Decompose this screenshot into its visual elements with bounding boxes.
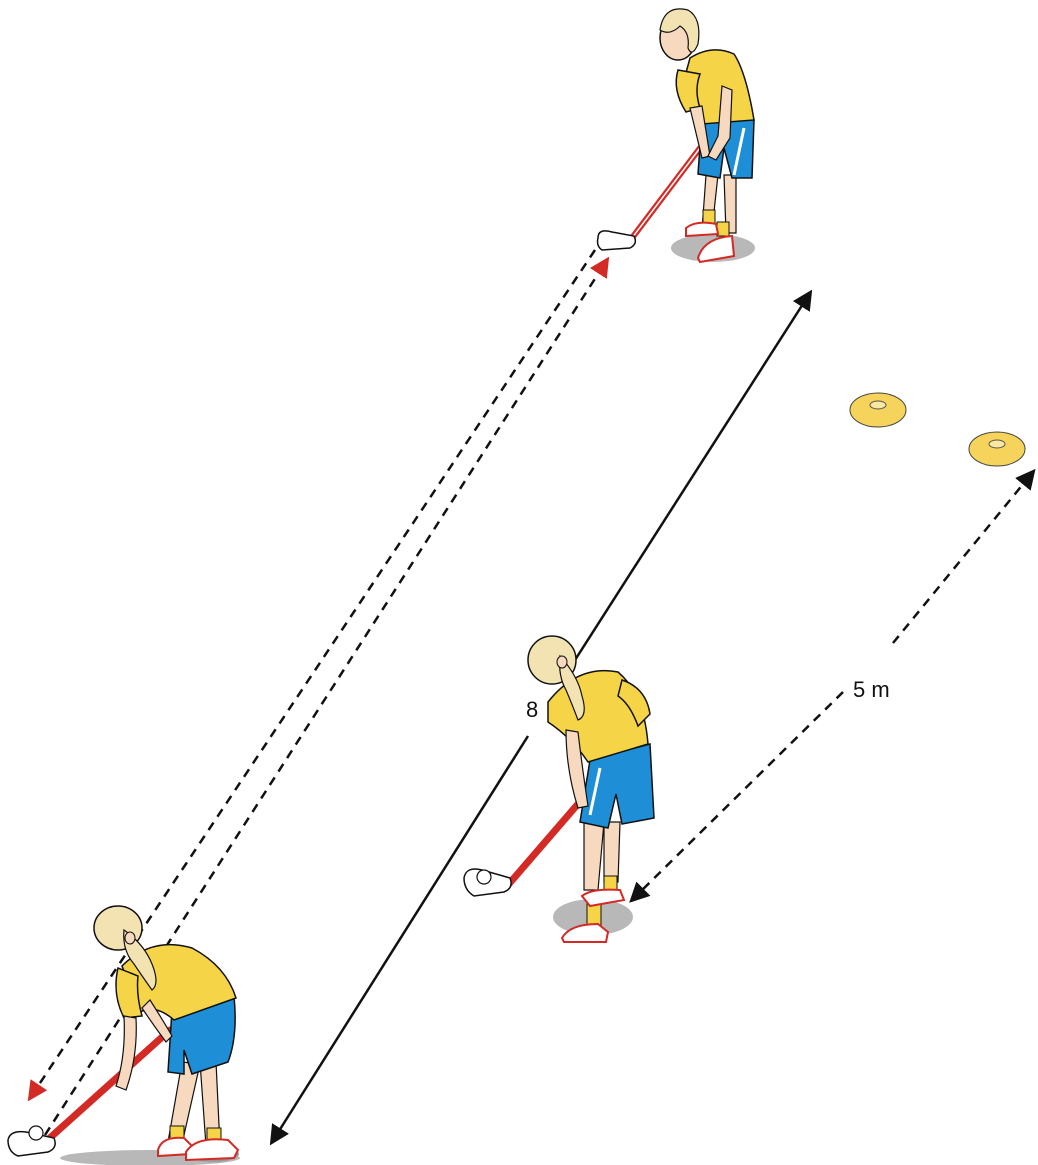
distance-5m-line: 5 m — [632, 472, 1033, 900]
distance-8-line: 8 — [272, 293, 810, 1142]
player-middle — [464, 636, 654, 942]
distance-5m-label: 5 m — [853, 677, 890, 702]
pass-line-down — [30, 250, 595, 1098]
cone-1 — [850, 393, 906, 427]
pass-lines — [30, 250, 607, 1135]
distance-8-label: 8 — [526, 697, 538, 722]
stick-blade — [598, 231, 636, 250]
player-top — [598, 9, 756, 262]
player-bottom-left — [8, 906, 240, 1165]
cone-2 — [969, 432, 1025, 466]
